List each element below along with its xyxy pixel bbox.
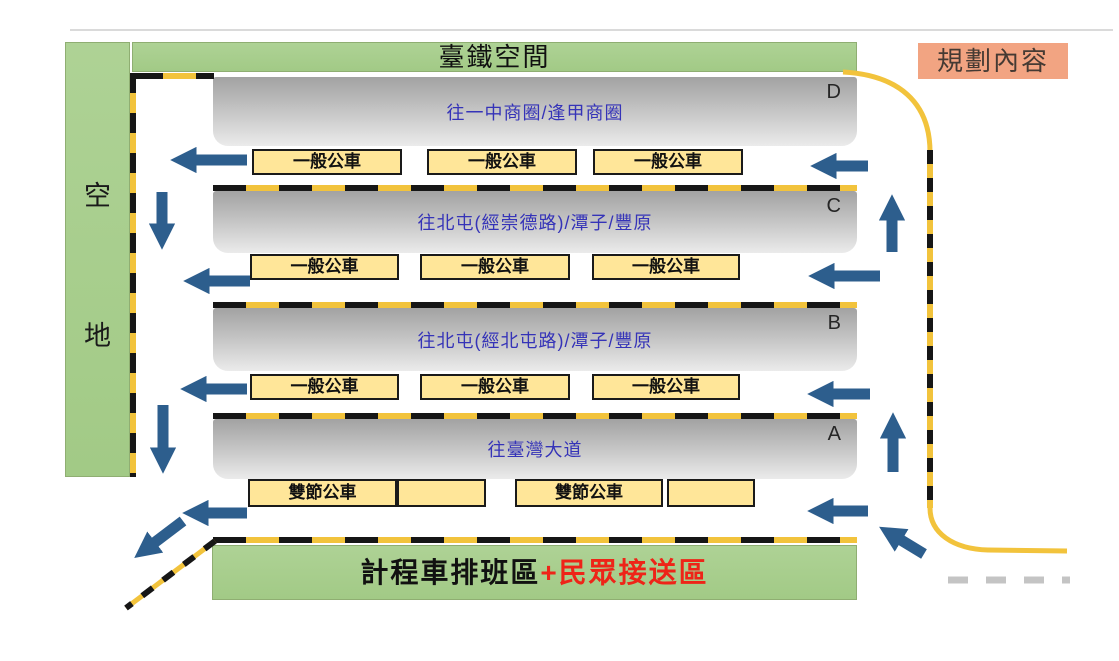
taxi-pickup-label: 計程車排班區+民眾接送區 — [213, 546, 856, 600]
road-edge-dash-left — [130, 73, 136, 477]
bus-stop-box: 雙節公車 — [515, 479, 663, 507]
bus-stop-box: 一般公車 — [593, 149, 743, 175]
road-edge-diagonal-yellow — [124, 539, 217, 610]
bus-stop-box: 一般公車 — [250, 254, 399, 280]
platform-d: 往一中商圈/逢甲商圈 D — [213, 77, 857, 146]
empty-lot-char-2: 地 — [84, 321, 111, 351]
railway-area-label: 臺鐵空間 — [438, 42, 551, 72]
road-edge-dash-platform-c — [213, 185, 857, 191]
platform-c: 往北屯(經崇德路)/潭子/豐原 C — [213, 191, 857, 253]
platform-d-label: D — [826, 81, 841, 103]
legend-box: 規劃內容 — [918, 43, 1068, 79]
platform-b-destination: 往北屯(經北屯路)/潭子/豐原 — [417, 330, 653, 351]
flow-arrow-exit-diagonal — [134, 516, 187, 558]
empty-lot-area: 空 地 — [65, 42, 130, 477]
road-edge-dash-bottom — [213, 537, 857, 543]
bus-stop-box: 一般公車 — [427, 149, 577, 175]
platform-a-label: A — [827, 423, 841, 445]
flow-arrow-entry-diagonal — [879, 526, 927, 559]
road-edge-dash-top-left — [130, 73, 214, 79]
bus-stop-box: 雙節公車 — [248, 479, 397, 507]
bus-stop-box: 一般公車 — [420, 374, 570, 400]
road-curve-bottom-right — [927, 507, 1068, 554]
taxi-label: 計程車排班區 — [360, 557, 541, 588]
bus-stop-box: 一般公車 — [592, 254, 740, 280]
platform-a-destination: 往臺灣大道 — [487, 440, 583, 460]
platform-c-label: C — [826, 195, 841, 217]
bus-stop-box: 一般公車 — [592, 374, 740, 400]
bus-stop-box: 一般公車 — [250, 374, 399, 400]
bus-stop-box-empty — [397, 479, 486, 507]
bus-stop-box-empty — [667, 479, 755, 507]
road-edge-dash-platform-a — [213, 413, 857, 419]
platform-a: 往臺灣大道 A — [213, 419, 857, 479]
empty-lot-char-1: 空 — [84, 181, 111, 211]
pickup-label: +民眾接送區 — [540, 557, 709, 588]
platform-b: 往北屯(經北屯路)/潭子/豐原 B — [213, 308, 857, 371]
taxi-pickup-bar: 計程車排班區+民眾接送區 — [212, 545, 857, 600]
platform-d-destination: 往一中商圈/逢甲商圈 — [446, 102, 624, 123]
top-divider-line — [70, 29, 1113, 31]
bus-stop-box: 一般公車 — [252, 149, 402, 175]
bus-stop-box: 一般公車 — [420, 254, 570, 280]
platform-b-label: B — [827, 312, 841, 334]
road-edge-diagonal-dashes — [124, 538, 217, 611]
road-edge-dash-platform-b — [213, 302, 857, 308]
railway-area-bar: 臺鐵空間 — [132, 42, 857, 72]
platform-c-destination: 往北屯(經崇德路)/潭子/豐原 — [417, 213, 653, 233]
